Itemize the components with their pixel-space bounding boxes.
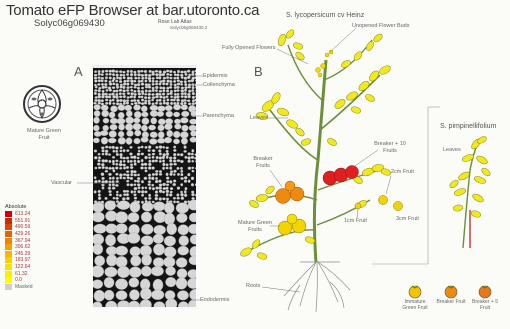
fruit-stage-label: Breaker + 5 Fruit [468, 299, 502, 311]
fruit-2cm-label: 2cm Fruit [391, 169, 414, 175]
main-stem [314, 60, 326, 262]
breaker-10-fruits-label: Breaker + 10 Fruits [370, 141, 410, 154]
fruit-stage-label: Breaker Fruit [434, 299, 468, 305]
fruit-stage-icon-item[interactable]: Breaker Fruit [434, 283, 468, 305]
fruit-icon [477, 283, 493, 299]
fruit-1cm-label: 1cm Fruit [344, 218, 367, 224]
species-pimpinellifolium-title: S. pimpinellifolium [440, 123, 496, 130]
fruit-stage-label: Immature Green Fruit [398, 299, 432, 311]
mature-green-fruits-label: Mature Green Fruits [238, 220, 272, 233]
fruit-3cm-label: 3cm Fruit [396, 216, 419, 222]
breaker-fruits-label: Breaker Fruits [252, 156, 274, 169]
roots-drawing[interactable] [284, 262, 350, 312]
roots-label: Roots [246, 283, 260, 289]
fully-opened-flowers-label: Fully Opened Flowers [222, 45, 276, 51]
fruit-stage-icon-item[interactable]: Immature Green Fruit [398, 283, 432, 311]
fruit-icon [407, 283, 423, 299]
leaves-label: Leaves [250, 115, 268, 121]
fruit-stage-icon-item[interactable]: Breaker + 5 Fruit [468, 283, 502, 311]
pimpinellifolium-plant-illustration[interactable] [430, 130, 510, 250]
unopened-flower-buds-label: Unopened Flower Buds [352, 23, 409, 29]
breaker-10-fruits[interactable] [323, 166, 359, 186]
fruit-icon [443, 283, 459, 299]
breaker-fruits[interactable] [276, 181, 305, 204]
